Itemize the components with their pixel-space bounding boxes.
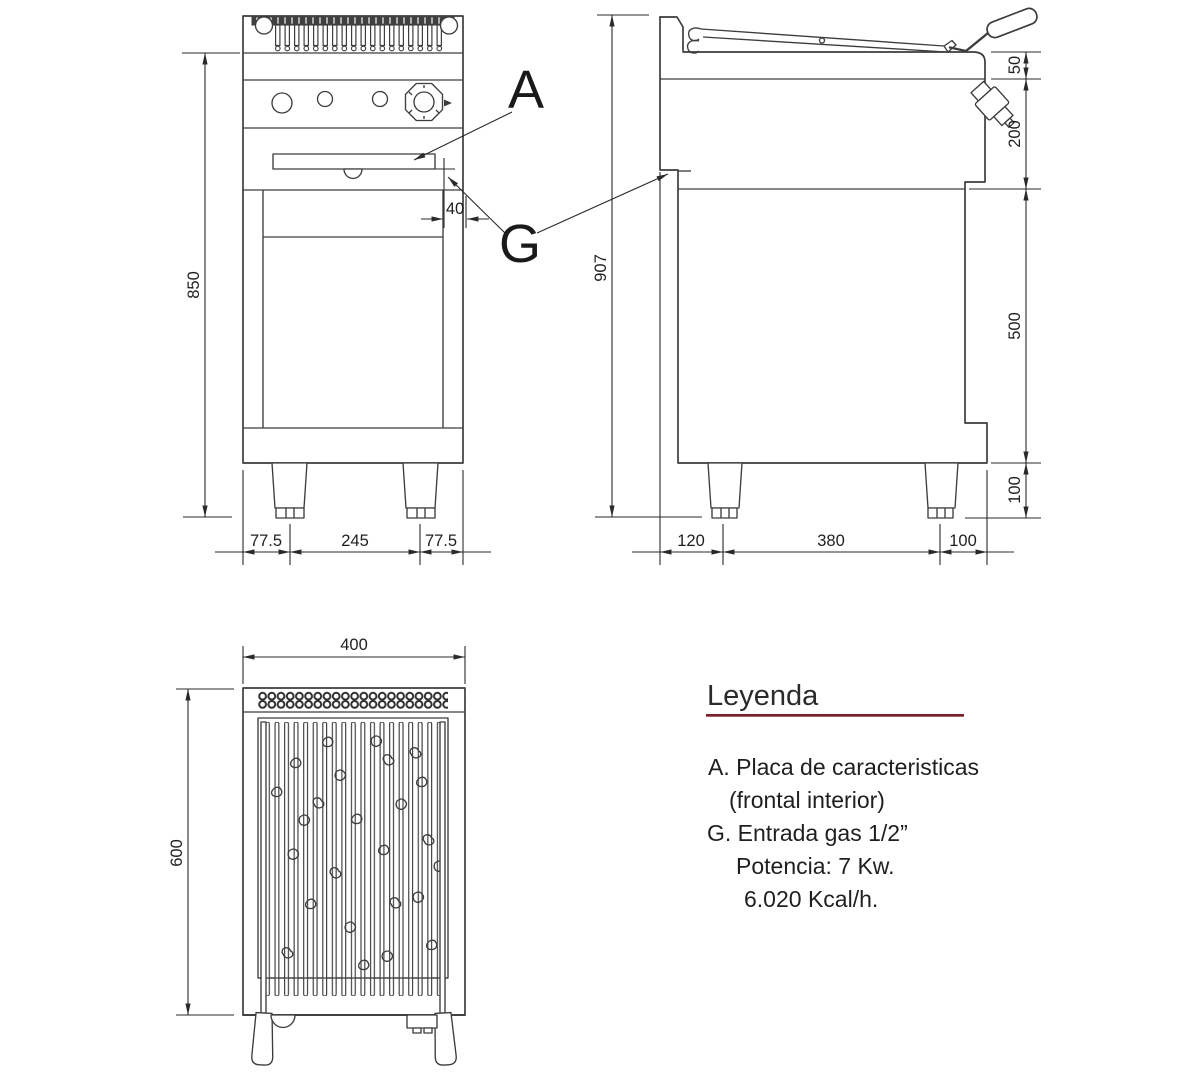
handle-rod-left: [260, 721, 267, 1014]
panel-hole-icon: [316, 90, 334, 108]
plan-handle-right: [434, 1011, 457, 1066]
dim-front-inset: 120: [677, 532, 705, 550]
front-grill-end-cap-right: [439, 16, 459, 35]
callout-g-label: G: [499, 214, 541, 274]
side-height-dimension: 907: [592, 14, 702, 518]
legend-item-a2: (frontal interior): [729, 787, 885, 813]
dim-left-foot: 77.5: [250, 532, 282, 550]
dim-front-height: 850: [185, 271, 203, 299]
front-grill-bars: [273, 25, 444, 52]
panel-hole-icon: [371, 90, 389, 108]
callouts: A G: [413, 60, 669, 274]
plan-handle-left: [251, 1011, 274, 1066]
dim-plan-width: 400: [340, 636, 368, 654]
slot-finger-notch: [343, 168, 363, 180]
rear-burner-coil: [258, 691, 448, 711]
dim-gas-offset: 40: [446, 200, 464, 218]
side-body-outline: [659, 16, 988, 464]
side-bottom-dimensions: 120 380 100: [632, 172, 1014, 565]
front-grill-top-band: [251, 15, 455, 26]
dim-leg-height: 100: [1006, 476, 1024, 504]
legend-title: Leyenda: [707, 680, 819, 712]
callout-a-leader: [413, 111, 513, 161]
callout-g-leader-side: [536, 173, 669, 234]
front-height-dimension: 850: [182, 52, 240, 518]
backsplash-profile: [659, 16, 684, 53]
drain-bump: [270, 1014, 296, 1029]
dim-leg-span: 380: [817, 532, 845, 550]
plan-width-dimension: 400: [242, 636, 466, 684]
front-view: 850 40 77.5 245 77.5: [182, 15, 491, 565]
side-legs: [707, 462, 959, 519]
dim-rear-inset: 100: [949, 532, 977, 550]
dim-feet-span: 245: [341, 532, 369, 550]
front-bottom-dimensions: 77.5 245 77.5: [215, 470, 491, 565]
plan-depth-dimension: 600: [168, 688, 234, 1016]
gas-valve-icon: [970, 80, 1015, 128]
legend-item-a: A. Placa de caracteristicas: [708, 754, 979, 780]
dim-plan-depth: 600: [168, 839, 186, 867]
dim-worktop-band: 200: [1006, 120, 1024, 148]
gas-offset-dimension: 40: [421, 196, 489, 228]
dim-right-foot: 77.5: [425, 532, 457, 550]
legend-item-power: Potencia: 7 Kw.: [736, 853, 895, 879]
plan-gas-connection: [406, 1014, 438, 1034]
grill-handle: [948, 7, 1038, 53]
dim-cabinet: 500: [1006, 312, 1024, 340]
drip-tray-slot: [272, 153, 436, 170]
control-knob-icon: [404, 82, 452, 122]
front-legs: [271, 462, 439, 519]
side-view: 907 50 200 500 100: [592, 7, 1041, 565]
grill-tray: [686, 27, 957, 54]
pilot-knob-icon: [271, 92, 293, 114]
front-grill-end-cap-left: [254, 16, 274, 35]
legend-item-kcal: 6.020 Kcal/h.: [744, 886, 878, 912]
dim-overall-height: 907: [592, 254, 610, 282]
legend: Leyenda A. Placa de caracteristicas (fro…: [706, 680, 979, 912]
side-right-dimensions: 50 200 500 100: [965, 51, 1041, 519]
legend-underline: [706, 714, 964, 717]
plan-grill-bars: [262, 722, 444, 996]
legend-item-g: G. Entrada gas 1/2”: [707, 820, 908, 846]
dim-top-lip: 50: [1006, 56, 1024, 74]
callout-a-label: A: [508, 60, 544, 120]
handle-rod-right: [439, 721, 446, 1014]
plan-view: 400 600: [168, 636, 466, 1066]
callout-g-leader-front: [447, 176, 507, 235]
